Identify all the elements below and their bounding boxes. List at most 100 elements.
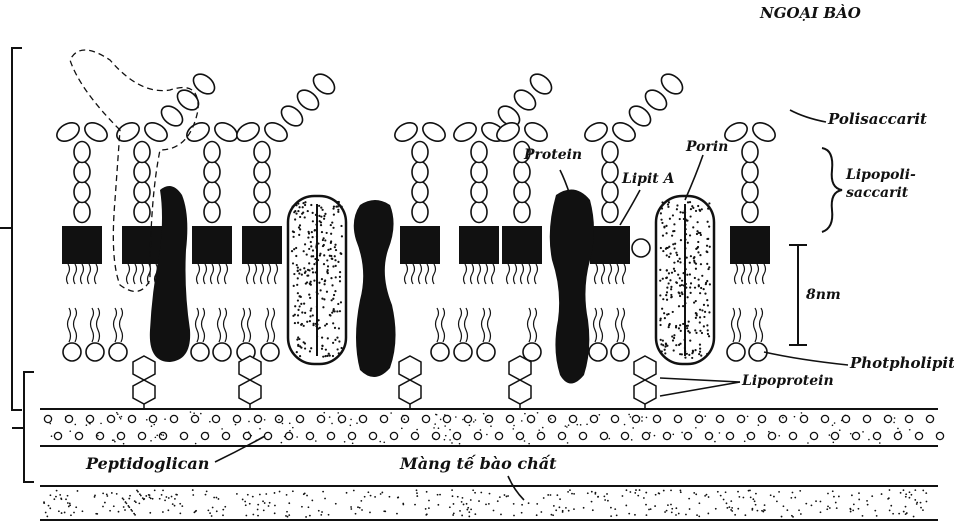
porin-stipple [699, 309, 701, 311]
porin-stipple [321, 337, 323, 339]
peptidoglycan-speck [433, 427, 435, 429]
porin-stipple [338, 327, 340, 329]
porin-stipple [329, 314, 331, 316]
porin-stipple [703, 304, 705, 306]
peptidoglycan-unit [170, 415, 177, 422]
fatty-acid-tail [763, 264, 766, 284]
label-lipoprotein: Lipoprotein [742, 374, 834, 389]
leader-peptidoglycan [215, 436, 265, 462]
sugar-branch [184, 119, 213, 145]
membrane-speck [135, 501, 137, 503]
sugar-branch [610, 119, 639, 145]
porin-stipple [324, 213, 326, 215]
membrane-speck [245, 515, 247, 517]
porin-stipple [308, 294, 310, 296]
porin-stipple [319, 220, 321, 222]
membrane-speck [922, 509, 924, 511]
peptidoglycan-unit [821, 415, 828, 422]
membrane-speck [279, 491, 281, 493]
porin-stipple [313, 280, 315, 282]
peptidoglycan-speck [259, 428, 261, 430]
peptidoglycan-speck [444, 439, 446, 441]
peptidoglycan-unit [737, 415, 744, 422]
porin-stipple [673, 334, 675, 336]
membrane-speck [717, 491, 719, 493]
membrane-speck [778, 491, 780, 493]
porin-stipple [326, 291, 328, 293]
porin-stipple [316, 306, 318, 308]
porin-stipple [667, 203, 669, 205]
porin-stipple [659, 280, 661, 282]
label-lipopolysaccharide-2: saccarit [846, 186, 908, 201]
peptidoglycan-unit [380, 415, 387, 422]
membrane-speck [274, 512, 276, 514]
membrane-speck [360, 500, 362, 502]
peptidoglycan-speck [459, 443, 461, 445]
porin-stipple [294, 218, 296, 220]
membrane-speck [583, 507, 585, 509]
fatty-acid-tail [433, 264, 436, 284]
membrane-speck [268, 505, 270, 507]
peptidoglycan-speck [289, 422, 291, 424]
porin-stipple [668, 201, 670, 203]
membrane-speck [871, 495, 873, 497]
porin-stipple [685, 228, 687, 230]
membrane-speck [43, 501, 45, 503]
porin-stipple [295, 213, 297, 215]
porin-stipple [695, 332, 697, 334]
sugar-unit [254, 202, 270, 223]
porin-stipple [699, 348, 701, 350]
peptidoglycan-speck [714, 441, 716, 443]
membrane-speck [309, 515, 311, 517]
porin-stipple [660, 318, 662, 320]
porin-stipple [681, 293, 683, 295]
peptidoglycan-speck [404, 418, 406, 420]
membrane-speck [104, 502, 106, 504]
membrane-speck [474, 513, 476, 515]
lipoprotein [634, 356, 656, 410]
porin-stipple [666, 254, 668, 256]
membrane-speck [109, 510, 111, 512]
label-thickness: 8nm [806, 288, 841, 303]
porin-stipple [323, 218, 325, 220]
lipoprotein-hexagon [399, 380, 421, 404]
membrane-speck [370, 495, 372, 497]
membrane-speck [723, 499, 725, 501]
membrane-speck [489, 493, 491, 495]
sugar-unit [602, 142, 618, 163]
lipoprotein-hexagon [634, 356, 656, 380]
porin-stipple [660, 219, 662, 221]
sugar-unit [74, 162, 90, 183]
porin-stipple [664, 349, 666, 351]
porin-stipple [664, 352, 666, 354]
membrane-speck [265, 493, 267, 495]
peptidoglycan-unit [768, 432, 775, 439]
fatty-acid-tail [141, 264, 144, 284]
phospholipid-head [454, 343, 472, 361]
sugar-unit [134, 202, 150, 223]
porin-stipple [673, 349, 675, 351]
membrane-speck [853, 503, 855, 505]
fatty-acid-tail [95, 264, 98, 284]
phospholipid-tail [272, 308, 275, 342]
fatty-acid-tail [275, 264, 278, 284]
porin-stipple [701, 275, 703, 277]
membrane-speck [116, 493, 118, 495]
membrane-speck [451, 489, 453, 491]
porin-stipple [708, 335, 710, 337]
membrane-speck [82, 510, 84, 512]
peptidoglycan-speck [281, 442, 283, 444]
porin-stipple [339, 280, 341, 282]
porin-stipple [314, 258, 316, 260]
sugar-branch [114, 119, 143, 145]
membrane-speck [453, 503, 455, 505]
membrane-speck [383, 510, 385, 512]
porin-stipple [307, 210, 309, 212]
peptidoglycan-speck [524, 440, 526, 442]
porin-stipple [324, 279, 326, 281]
porin-stipple [339, 310, 341, 312]
peptidoglycan-speck [480, 429, 482, 431]
peptidoglycan-speck [119, 416, 121, 418]
peptidoglycan-unit [75, 432, 82, 439]
membrane-speck [567, 491, 569, 493]
